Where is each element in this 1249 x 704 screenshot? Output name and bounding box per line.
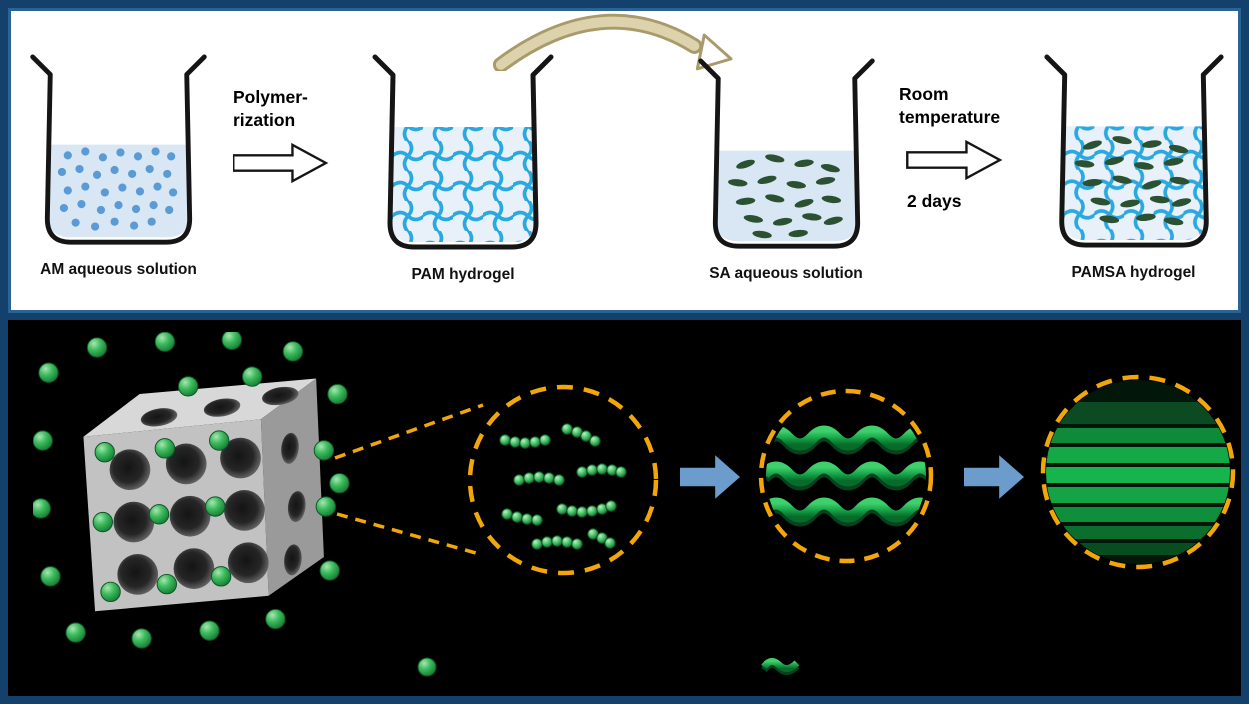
dashed-ring xyxy=(1040,374,1236,570)
legend-sphere-icon xyxy=(417,657,437,677)
block-arrow-icon xyxy=(906,139,1003,180)
process-arrow-icon xyxy=(964,455,1024,499)
beaker-glass xyxy=(697,58,875,249)
sa-leaves xyxy=(727,154,843,239)
bead-chains xyxy=(499,423,627,550)
monomer-dots xyxy=(57,147,178,231)
beaker-group-am: AM aqueous solution xyxy=(16,51,221,279)
sa-spheres xyxy=(33,332,350,649)
dashed-ring xyxy=(467,384,659,576)
sa-leaves xyxy=(1074,136,1191,226)
step-label-am: AM aqueous solution xyxy=(40,261,197,278)
step-label-pamsa: PAMSA hydrogel xyxy=(1071,264,1196,281)
beaker-glass xyxy=(30,54,207,245)
beaker-am-icon xyxy=(30,54,207,245)
wavy-ribbons xyxy=(766,425,926,527)
process-arrow-icon xyxy=(680,455,740,499)
polymer-network xyxy=(391,127,535,242)
polymerization-label-line2: rization xyxy=(233,109,296,130)
zoom-cone-lines xyxy=(334,403,484,557)
synthesis-scheme-panel: AM aqueous solution Polymer- rization xyxy=(8,8,1241,313)
zoom-circle-ribbons-icon xyxy=(758,388,934,564)
block-arrow-icon xyxy=(233,142,329,183)
polymerization-label-line1: Polymer- xyxy=(233,87,308,107)
dashed-ring xyxy=(758,388,934,564)
beaker-group-sa: SA aqueous solution xyxy=(686,55,886,283)
zoom-circle-chains-icon xyxy=(467,384,659,576)
cube-pores xyxy=(109,386,306,595)
beaker-glass xyxy=(1043,54,1224,248)
polymerization-step: Polymer- rization xyxy=(233,86,343,184)
step-label-sa: SA aqueous solution xyxy=(709,265,863,282)
liquid xyxy=(716,150,856,242)
zoom-circle-layers-icon xyxy=(1040,374,1236,570)
room-temp-label-line1: Room xyxy=(899,84,949,104)
porous-cube-icon xyxy=(33,332,350,649)
beaker-group-pam: PAM hydrogel xyxy=(358,51,568,284)
step-label-pam: PAM hydrogel xyxy=(411,266,515,283)
beaker-glass xyxy=(372,54,554,250)
room-temperature-step: Room temperature 2 days xyxy=(899,83,1034,212)
beaker-pam-icon xyxy=(372,54,554,250)
beaker-group-pamsa: PAMSA hydrogel xyxy=(1031,51,1236,282)
room-temp-label-line2: temperature xyxy=(899,106,1001,127)
curved-arrow-icon xyxy=(492,13,733,71)
polymer-network xyxy=(1062,126,1205,241)
duration-label: 2 days xyxy=(907,190,962,211)
beaker-pamsa-icon xyxy=(1043,54,1224,248)
microstructure-panel xyxy=(8,320,1241,696)
beaker-sa-icon xyxy=(697,58,875,249)
legend-ribbon-icon xyxy=(761,658,800,675)
